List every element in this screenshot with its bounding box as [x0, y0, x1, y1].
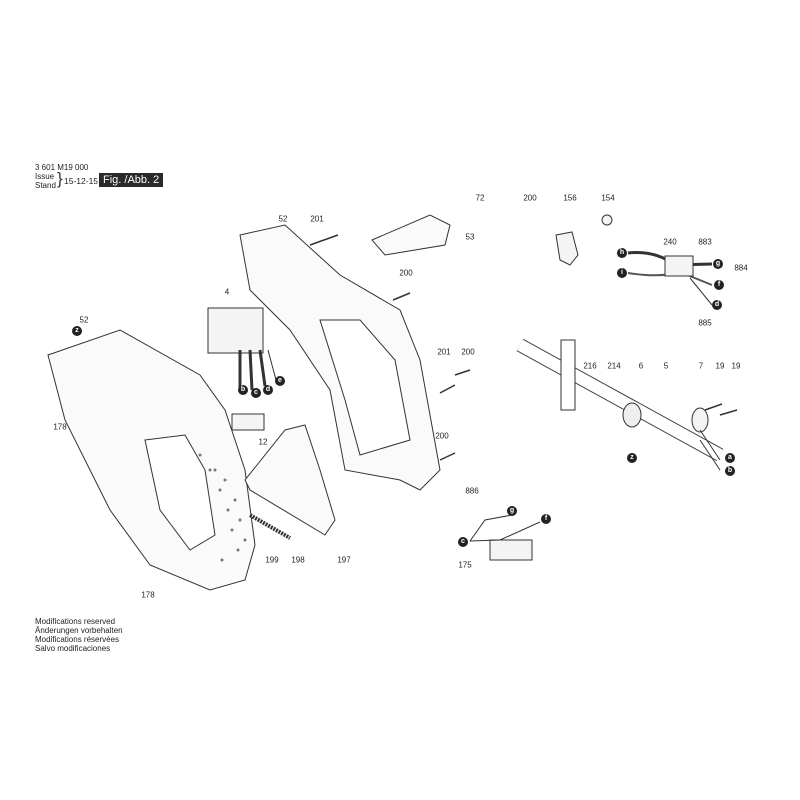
wire-callout: d	[263, 385, 273, 395]
part-number-label: 154	[601, 193, 615, 203]
notice-line: Salvo modificaciones	[35, 644, 111, 653]
wire-callout: z	[72, 326, 82, 336]
part-number-label: 884	[734, 263, 748, 273]
part-number-label: 214	[607, 361, 621, 371]
part-number-label: 200	[523, 193, 537, 203]
part-number-label: 19	[731, 361, 741, 371]
part-number-label: 7	[698, 361, 704, 371]
stand-label: Stand	[35, 181, 56, 190]
part-175	[489, 539, 533, 561]
part-number-label: 19	[715, 361, 725, 371]
part-number-label: 12	[258, 437, 268, 447]
part-number-label: 885	[698, 318, 712, 328]
notice-line: Modifications réservées	[35, 635, 120, 644]
brace: }	[57, 169, 63, 188]
cover-53	[371, 214, 451, 256]
modifications-notice: Modifications reserved Änderungen vorbeh…	[35, 617, 123, 653]
wire-callout: f	[714, 280, 724, 290]
part-number-label: 175	[458, 560, 472, 570]
part-number-label: 178	[53, 422, 67, 432]
part-number-label: 198	[291, 555, 305, 565]
part-number-label: 53	[465, 232, 475, 242]
issue-date: 15-12-15	[64, 176, 99, 186]
connector-240	[664, 255, 694, 277]
part-number-label: 52	[278, 214, 288, 224]
wire-callout: g	[507, 506, 517, 516]
wire-callout: b	[725, 466, 735, 476]
part-number-label: 240	[663, 237, 677, 247]
part-216	[560, 339, 576, 411]
part-number-label: 200	[461, 347, 475, 357]
wire-callout: h	[617, 248, 627, 258]
part-number-label: 201	[437, 347, 451, 357]
grip-dots	[198, 453, 247, 562]
trigger-assembly	[244, 424, 336, 536]
switch	[207, 307, 264, 354]
grommet-6	[622, 402, 642, 428]
figure-badge: Fig. /Abb. 2	[99, 173, 164, 187]
part-number-label: 886	[465, 486, 479, 496]
part-number-label: 156	[563, 193, 577, 203]
notice-line: Modifications reserved	[35, 617, 116, 626]
wire-callout: d	[712, 300, 722, 310]
wire-callout: i	[617, 268, 627, 278]
notice-line: Änderungen vorbehalten	[35, 626, 123, 635]
wire-callout: c	[251, 388, 261, 398]
spring	[249, 513, 291, 540]
clip-156	[555, 231, 579, 266]
screw-154	[601, 214, 613, 226]
clamp-7	[691, 407, 709, 433]
wire-callout: e	[275, 376, 285, 386]
screws	[309, 234, 738, 461]
wire-callout: c	[458, 537, 468, 547]
part-number-label: 200	[399, 268, 413, 278]
part-number-label: 883	[698, 237, 712, 247]
document-number: 3 601 M19 000	[35, 163, 89, 172]
wire-callout: g	[713, 259, 723, 269]
part-number-label: 4	[224, 287, 230, 297]
part-12	[231, 413, 265, 431]
part-number-label: 72	[475, 193, 485, 203]
wire-callout: z	[627, 453, 637, 463]
part-number-label: 5	[663, 361, 669, 371]
wire-callout: a	[725, 453, 735, 463]
part-number-label: 52	[79, 315, 89, 325]
part-number-label: 178	[141, 590, 155, 600]
part-number-label: 216	[583, 361, 597, 371]
part-number-label: 6	[638, 361, 644, 371]
part-number-label: 197	[337, 555, 351, 565]
wire-callout: f	[541, 514, 551, 524]
issue-label: Issue	[35, 172, 55, 181]
part-number-label: 199	[265, 555, 279, 565]
part-number-label: 200	[435, 431, 449, 441]
part-number-label: 201	[310, 214, 324, 224]
wire-callout: b	[238, 385, 248, 395]
